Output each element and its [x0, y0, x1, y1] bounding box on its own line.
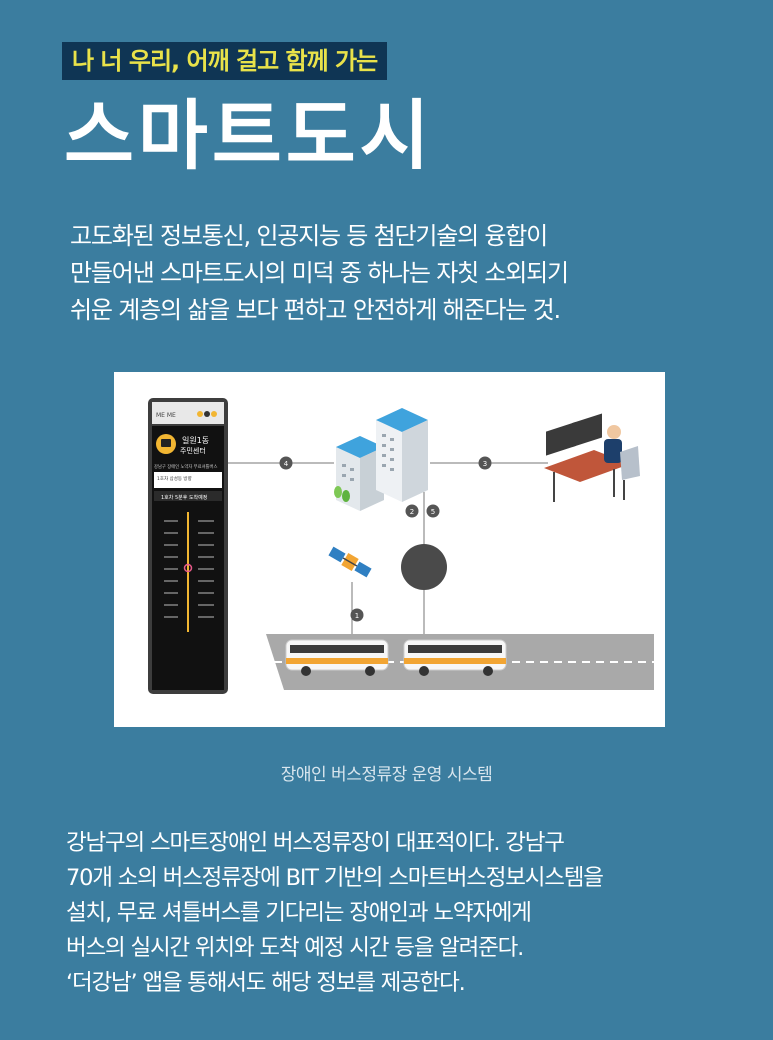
- kiosk-station: 일원1동: [182, 436, 209, 445]
- body-line: 강남구의 스마트장애인 버스정류장이 대표적이다. 강남구: [66, 830, 565, 856]
- central-server-node: [401, 544, 447, 590]
- step-4-label: 4: [284, 460, 289, 468]
- body-line: ‘더강남’ 앱을 통해서도 해당 정보를 제공한다.: [66, 970, 466, 996]
- kiosk-station-sub: 주민센터: [180, 446, 206, 455]
- data-center-buildings-icon: [334, 408, 428, 511]
- step-2-label: 2: [410, 508, 414, 516]
- step-2-marker: [405, 504, 419, 518]
- intro-paragraph: 고도화된 정보통신, 인공지능 등 첨단기술의 융합이 만들어낸 스마트도시의 …: [70, 218, 730, 329]
- step-3-label: 3: [483, 460, 487, 468]
- kiosk-notice: 강남구 장애인 노약자 무료셔틀버스: [154, 463, 217, 470]
- shuttle-bus-icon: [285, 639, 389, 676]
- figure-caption: 장애인 버스정류장 운영 시스템: [280, 765, 493, 785]
- intro-line: 쉬운 계층의 삶을 보다 편하고 안전하게 해준다는 것.: [70, 296, 561, 324]
- step-1-label: 1: [355, 612, 359, 620]
- step-4-marker: [279, 456, 293, 470]
- road-with-buses: [266, 634, 654, 690]
- kiosk-route: 1호차 삼성동 방향: [157, 475, 192, 482]
- pin-icon: [204, 411, 210, 417]
- body-paragraph: 강남구의 스마트장애인 버스정류장이 대표적이다. 강남구 70개 소의 버스정…: [66, 826, 746, 1001]
- pin-icon: [211, 411, 217, 417]
- intro-line: 고도화된 정보통신, 인공지능 등 첨단기술의 융합이: [70, 222, 548, 250]
- intro-line: 만들어낸 스마트도시의 미덕 중 하나는 자칫 소외되기: [70, 259, 569, 287]
- step-3-marker: [478, 456, 492, 470]
- step-1-marker: [350, 608, 364, 622]
- control-room-operator-icon: [544, 413, 640, 502]
- step-5-label: 5: [431, 508, 435, 516]
- bus-stop-system-diagram: ME ME 일원1동 주민센터 강남구 장애인 노약자 무료셔틀버스 1호차 삼…: [114, 372, 665, 727]
- tagline: 나 너 우리, 어깨 걸고 함께 가는: [62, 42, 388, 80]
- shuttle-bus-icon: [403, 639, 507, 676]
- body-line: 버스의 실시간 위치와 도착 예정 시간 등을 알려준다.: [66, 935, 524, 961]
- kiosk-brand: ME ME: [156, 412, 176, 419]
- kiosk-arrival: 1호차 5분후 도착예정: [161, 494, 207, 501]
- body-line: 70개 소의 버스정류장에 BIT 기반의 스마트버스정보시스템을: [66, 865, 604, 891]
- page-title: 스마트도시: [64, 91, 434, 180]
- body-line: 설치, 무료 셔틀버스를 기다리는 장애인과 노약자에게: [66, 900, 532, 926]
- step-5-marker: [426, 504, 440, 518]
- satellite-icon: [328, 546, 372, 578]
- bus-info-kiosk: ME ME 일원1동 주민센터 강남구 장애인 노약자 무료셔틀버스 1호차 삼…: [148, 398, 228, 694]
- pin-icon: [197, 411, 203, 417]
